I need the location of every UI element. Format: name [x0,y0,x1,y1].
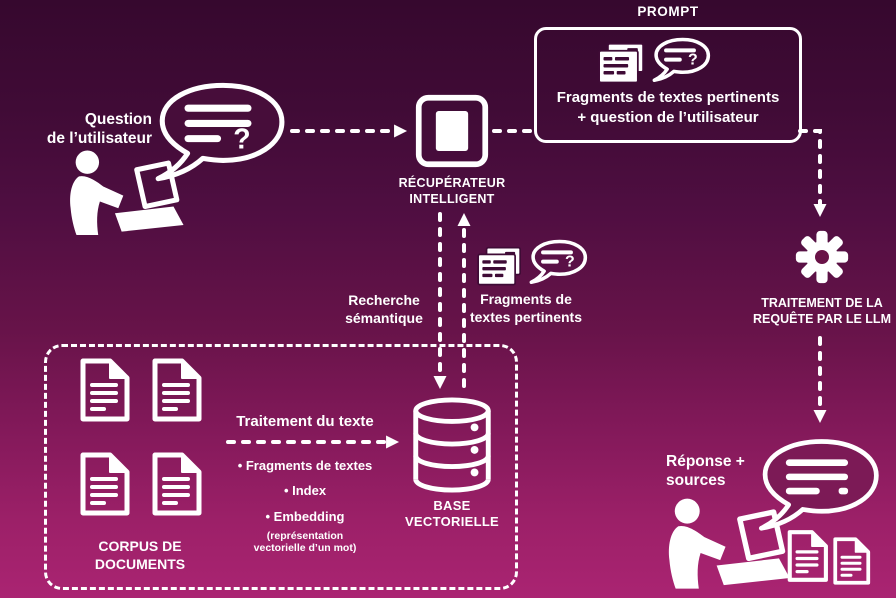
user-question-label: Question de l’utilisateur [46,111,152,148]
semantic-search-label: Recherche sémantique [345,292,423,326]
prompt-documents-icon [598,42,644,84]
retriever-icon [415,94,489,168]
bullet-item: • Index [283,483,327,499]
llm-processing-label: TRAITEMENT DE LA REQUÊTE PAR LE LLM [753,296,891,326]
corpus-document-icon [76,356,132,424]
embedding-note: (représentation vectorielle d’un mot) [253,529,357,555]
bullet-item: • Embedding [265,508,345,524]
retriever-label: RÉCUPÉRATEUR INTELLIGENT [398,176,506,206]
prompt-title: PROMPT [637,4,699,19]
fragments-label: Fragments de textes pertinents [469,291,583,325]
bullet-item: • Fragments de textes [237,458,373,473]
question-mark-glyph: ? [233,123,250,155]
corpus-container-box [44,344,518,590]
prompt-text: Fragments de textes pertinents + questio… [556,89,780,126]
corpus-document-icon [148,450,204,518]
corpus-label: CORPUS DE DOCUMENTS [94,538,186,572]
gear-icon [795,230,849,284]
source-document-icon [784,526,830,586]
vector-db-label: BASE VECTORIELLE [404,498,500,530]
source-document-icon [833,537,871,585]
arrow-prompt-to-llm [798,129,827,218]
response-label: Réponse + sources [666,453,745,490]
corpus-document-icon [76,450,132,518]
question-mark-glyph: ? [688,51,698,68]
text-processing-bullets: • Fragments de textes • Index • Embeddin… [215,458,395,555]
prompt-speech-bubble-icon: ? [652,37,711,82]
fragments-documents-icon [477,246,521,286]
prompt-box: ? Fragments de textes pertinents + quest… [534,27,802,143]
fragments-speech-bubble-icon: ? [529,239,588,284]
question-mark-glyph: ? [565,253,575,270]
corpus-document-icon [148,356,204,424]
response-speech-bubble-icon [758,439,879,531]
user-speech-bubble-icon: ? [155,82,285,182]
database-icon [413,397,491,493]
text-processing-title: Traitement du texte [236,413,374,430]
